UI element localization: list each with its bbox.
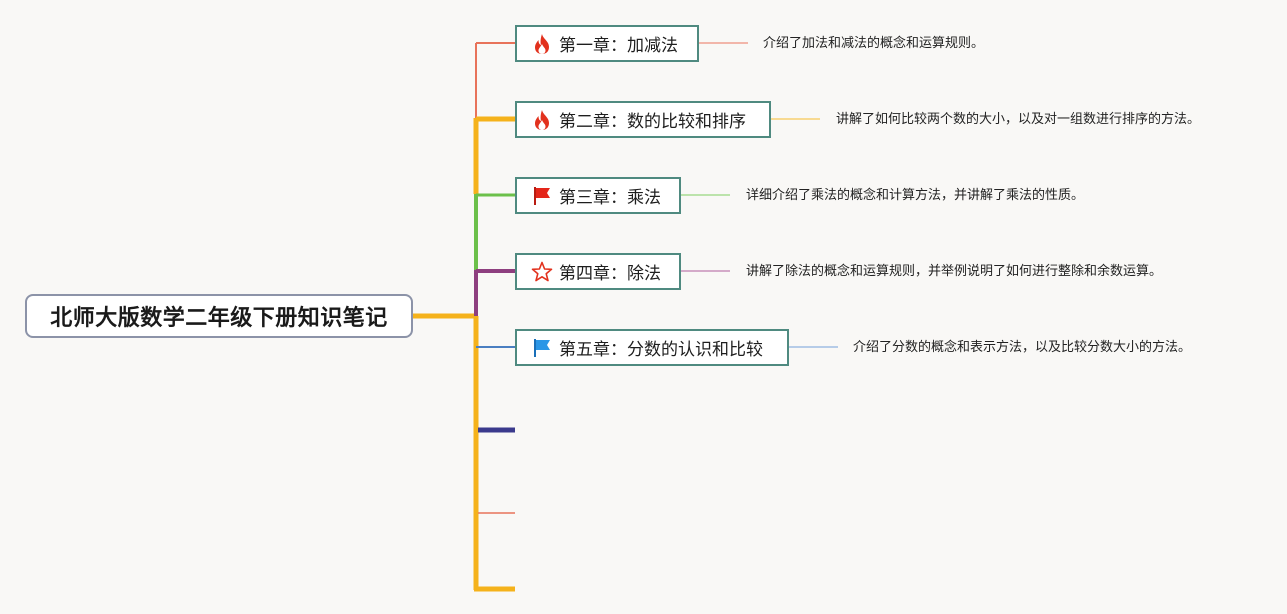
chapter-note-4: 讲解了除法的概念和运算规则，并举例说明了如何进行整除和余数运算。 — [746, 264, 1163, 279]
red-flag-icon — [531, 185, 553, 207]
chapter-node-3[interactable]: 第三章：乘法 — [515, 177, 681, 214]
chapter-note-5: 介绍了分数的概念和表示方法，以及比较分数大小的方法。 — [853, 340, 1192, 355]
chapter-note-3: 详细介绍了乘法的概念和计算方法，并讲解了乘法的性质。 — [746, 188, 1085, 203]
fire-icon — [531, 33, 553, 55]
chapter-note-1: 介绍了加法和减法的概念和运算规则。 — [763, 36, 985, 51]
chapter-title-3: 第三章：乘法 — [559, 188, 661, 208]
chapter-title-2: 第二章：数的比较和排序 — [559, 112, 746, 132]
chapter-title-5: 第五章：分数的认识和比较 — [559, 340, 763, 360]
chapter-node-2[interactable]: 第二章：数的比较和排序 — [515, 101, 771, 138]
fire-icon — [531, 109, 553, 131]
chapter-node-5[interactable]: 第五章：分数的认识和比较 — [515, 329, 789, 366]
chapter-title-1: 第一章：加减法 — [559, 36, 678, 56]
chapter-node-1[interactable]: 第一章：加减法 — [515, 25, 699, 62]
star-outline-icon — [531, 261, 553, 283]
chapter-note-2: 讲解了如何比较两个数的大小，以及对一组数进行排序的方法。 — [836, 112, 1201, 127]
root-topic-label: 北师大版数学二年级下册知识笔记 — [50, 306, 388, 331]
blue-flag-icon — [531, 337, 553, 359]
root-topic[interactable]: 北师大版数学二年级下册知识笔记 — [25, 294, 413, 338]
chapter-title-4: 第四章：除法 — [559, 264, 661, 284]
chapter-node-4[interactable]: 第四章：除法 — [515, 253, 681, 290]
